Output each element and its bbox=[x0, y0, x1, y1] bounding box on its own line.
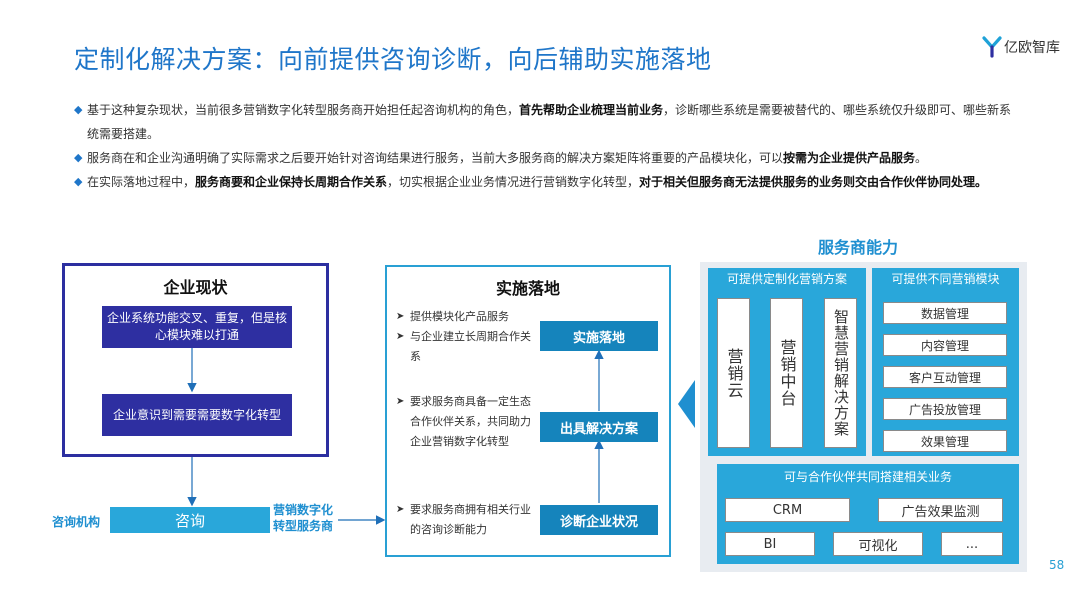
logo-text: 亿欧智库 bbox=[1004, 40, 1060, 56]
consult-pill: 咨询 bbox=[110, 507, 270, 533]
module-content-management: 内容管理 bbox=[883, 334, 1007, 356]
module-performance: 效果管理 bbox=[883, 430, 1007, 452]
bullet-text: 基于这种复杂现状，当前很多营销数字化转型服务商开始担任起咨询机构的角色， bbox=[87, 103, 520, 117]
custom-solution-title: 可提供定制化营销方案 bbox=[726, 272, 847, 286]
bullet-bold-text: 对于相关但服务商无法提供服务的业务则交由合作伙伴协同处理。 bbox=[639, 175, 988, 189]
diamond-icon: ◆ bbox=[74, 175, 83, 188]
consult-agency-label: 咨询机构 bbox=[52, 515, 101, 529]
diamond-icon: ◆ bbox=[74, 103, 83, 116]
bullet-text: ，诊断哪些系统是需要被替代的、哪些系统仅升级即可、哪些新系统需要搭建。 bbox=[87, 103, 1012, 141]
list-item: ➤要求服务商拥有相关行业的咨询诊断能力 bbox=[396, 500, 534, 540]
step-implement: 实施落地 bbox=[540, 321, 658, 351]
page-title: 定制化解决方案：向前提供咨询诊断，向后辅助实施落地 bbox=[74, 45, 712, 74]
left-chevron-icon bbox=[678, 380, 695, 428]
capability-title: 服务商能力 bbox=[818, 238, 899, 257]
card-marketing-cloud: 营销云 bbox=[717, 298, 750, 448]
list-item: ➤要求服务商具备一定生态合作伙伴关系，共同助力企业营销数字化转型 bbox=[396, 392, 534, 452]
arrow-right-icon: ➤ bbox=[396, 311, 405, 322]
bullet-bold-text: 按需为企业提供产品服务 bbox=[783, 151, 916, 165]
service-provider-label: 营销数字化转型服务商 bbox=[273, 503, 334, 533]
partners-panel: 可与合作伙伴共同搭建相关业务 CRM 广告效果监测 BI 可视化 ... bbox=[717, 464, 1019, 564]
bullet-item: ◆ 基于这种复杂现状，当前很多营销数字化转型服务商开始担任起咨询机构的角色，首先… bbox=[74, 98, 1014, 146]
bullet-item: ◆ 服务商在和企业沟通明确了实际需求之后要开始针对咨询结果进行服务，当前大多服务… bbox=[74, 146, 1014, 170]
current-state-box: 企业现状 企业系统功能交叉、重复，但是核心模块难以打通 企业意识到需要需要数字化… bbox=[62, 263, 329, 457]
module-customer-interaction: 客户互动管理 bbox=[883, 366, 1007, 388]
bullet-bold-text: 服务商要和企业保持长周期合作关系 bbox=[195, 175, 388, 189]
implementation-box: 实施落地 ➤提供模块化产品服务 ➤与企业建立长周期合作关系 ➤要求服务商具备一定… bbox=[385, 265, 671, 557]
bullet-text: ，切实根据企业业务情况进行营销数字化转型， bbox=[387, 175, 640, 189]
card-smart-marketing-solution: 智慧营销解决方案 bbox=[824, 298, 857, 448]
logo: 亿欧智库 bbox=[982, 36, 1060, 58]
bullet-list: ◆ 基于这种复杂现状，当前很多营销数字化转型服务商开始担任起咨询机构的角色，首先… bbox=[74, 98, 1014, 194]
impl-group-1: ➤提供模块化产品服务 ➤与企业建立长周期合作关系 bbox=[396, 307, 534, 367]
partner-ad-monitoring: 广告效果监测 bbox=[878, 498, 1003, 522]
implementation-title: 实施落地 bbox=[495, 279, 560, 298]
partner-crm: CRM bbox=[725, 498, 850, 522]
yiou-logo-icon bbox=[982, 36, 1002, 58]
state-item-digital-need: 企业意识到需要需要数字化转型 bbox=[102, 394, 292, 436]
partner-bi: BI bbox=[725, 532, 815, 556]
bullet-text: 在实际落地过程中， bbox=[87, 175, 196, 189]
impl-group-2: ➤要求服务商具备一定生态合作伙伴关系，共同助力企业营销数字化转型 bbox=[396, 392, 534, 452]
arrow-right-icon: ➤ bbox=[396, 504, 405, 515]
state-item-integration: 企业系统功能交叉、重复，但是核心模块难以打通 bbox=[102, 306, 292, 348]
page-number: 58 bbox=[1049, 558, 1065, 572]
capability-panel: 可提供定制化营销方案 营销云 营销中台 智慧营销解决方案 可提供不同营销模块 数… bbox=[700, 262, 1027, 572]
bullet-text: 。 bbox=[915, 151, 928, 165]
step-solution: 出具解决方案 bbox=[540, 412, 658, 442]
impl-group-3: ➤要求服务商拥有相关行业的咨询诊断能力 bbox=[396, 500, 534, 540]
partners-title: 可与合作伙伴共同搭建相关业务 bbox=[783, 470, 952, 484]
bullet-bold-text: 首先帮助企业梳理当前业务 bbox=[519, 103, 664, 117]
step-diagnose: 诊断企业状况 bbox=[540, 505, 658, 535]
partner-more: ... bbox=[941, 532, 1003, 556]
module-ad-delivery: 广告投放管理 bbox=[883, 398, 1007, 420]
diamond-icon: ◆ bbox=[74, 151, 83, 164]
arrow-right-icon: ➤ bbox=[396, 396, 405, 407]
list-item: ➤与企业建立长周期合作关系 bbox=[396, 327, 534, 367]
arrow-right-icon: ➤ bbox=[396, 331, 405, 342]
bullet-text: 服务商在和企业沟通明确了实际需求之后要开始针对咨询结果进行服务，当前大多服务商的… bbox=[87, 151, 784, 165]
list-item: ➤提供模块化产品服务 bbox=[396, 307, 534, 327]
modules-panel: 可提供不同营销模块 数据管理 内容管理 客户互动管理 广告投放管理 效果管理 bbox=[872, 268, 1019, 456]
bullet-item: ◆ 在实际落地过程中，服务商要和企业保持长周期合作关系，切实根据企业业务情况进行… bbox=[74, 170, 1014, 194]
custom-solution-panel: 可提供定制化营销方案 营销云 营销中台 智慧营销解决方案 bbox=[708, 268, 866, 456]
module-data-management: 数据管理 bbox=[883, 302, 1007, 324]
current-state-title: 企业现状 bbox=[163, 278, 228, 297]
card-marketing-middle-platform: 营销中台 bbox=[770, 298, 803, 448]
modules-title: 可提供不同营销模块 bbox=[891, 272, 1000, 286]
partner-visualization: 可视化 bbox=[833, 532, 923, 556]
